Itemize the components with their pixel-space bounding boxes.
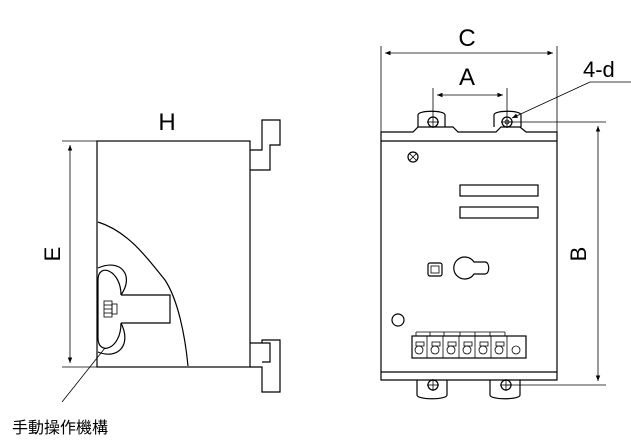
mechanism-leader <box>61 347 106 403</box>
terminal-block <box>411 331 527 359</box>
terminal-strip <box>411 335 527 359</box>
bottom-left-tab <box>416 380 448 400</box>
terminal-screw-5 <box>478 345 488 355</box>
label-B: B <box>566 247 591 262</box>
bottom-right-tab <box>489 380 521 400</box>
side-view-body <box>96 140 251 368</box>
handle-grip <box>97 269 122 349</box>
terminal-screw-4 <box>462 345 472 355</box>
side-view: H E 手動操作機構 <box>12 109 281 437</box>
label-E: E <box>40 247 65 262</box>
front-view: C A 4-d B <box>380 25 631 400</box>
label-H: H <box>158 109 175 136</box>
label-C: C <box>458 25 475 52</box>
small-hole-icon <box>391 313 405 327</box>
top-right-tab <box>493 110 522 127</box>
terminal-screw-1 <box>414 345 424 355</box>
top-left-tab <box>417 110 446 127</box>
bottom-clip-step <box>262 342 271 363</box>
handle-bottom-curve <box>97 322 126 355</box>
top-din-clip <box>250 119 281 171</box>
handle-top-curve <box>97 264 127 296</box>
manual-mechanism-note: 手動操作機構 <box>12 418 108 437</box>
terminal-screw-2 <box>430 345 440 355</box>
terminal-screw-3 <box>446 345 456 355</box>
label-A: A <box>459 64 475 91</box>
label-slot-1 <box>459 184 539 197</box>
screw-icon <box>407 151 419 163</box>
keyhole <box>453 256 490 280</box>
handle-shaft <box>121 294 171 324</box>
indicator-inner <box>430 265 440 274</box>
handle-knob-tip <box>111 303 118 315</box>
bottom-din-clip <box>250 339 281 393</box>
mechanism-outline <box>97 221 189 367</box>
indicator-window <box>427 262 443 277</box>
label-slot-2 <box>459 206 539 219</box>
hole-leader <box>511 81 591 119</box>
label-hole: 4-d <box>583 57 615 82</box>
terminal-screw-6 <box>494 345 504 355</box>
terminal-screw-7 <box>511 345 521 355</box>
